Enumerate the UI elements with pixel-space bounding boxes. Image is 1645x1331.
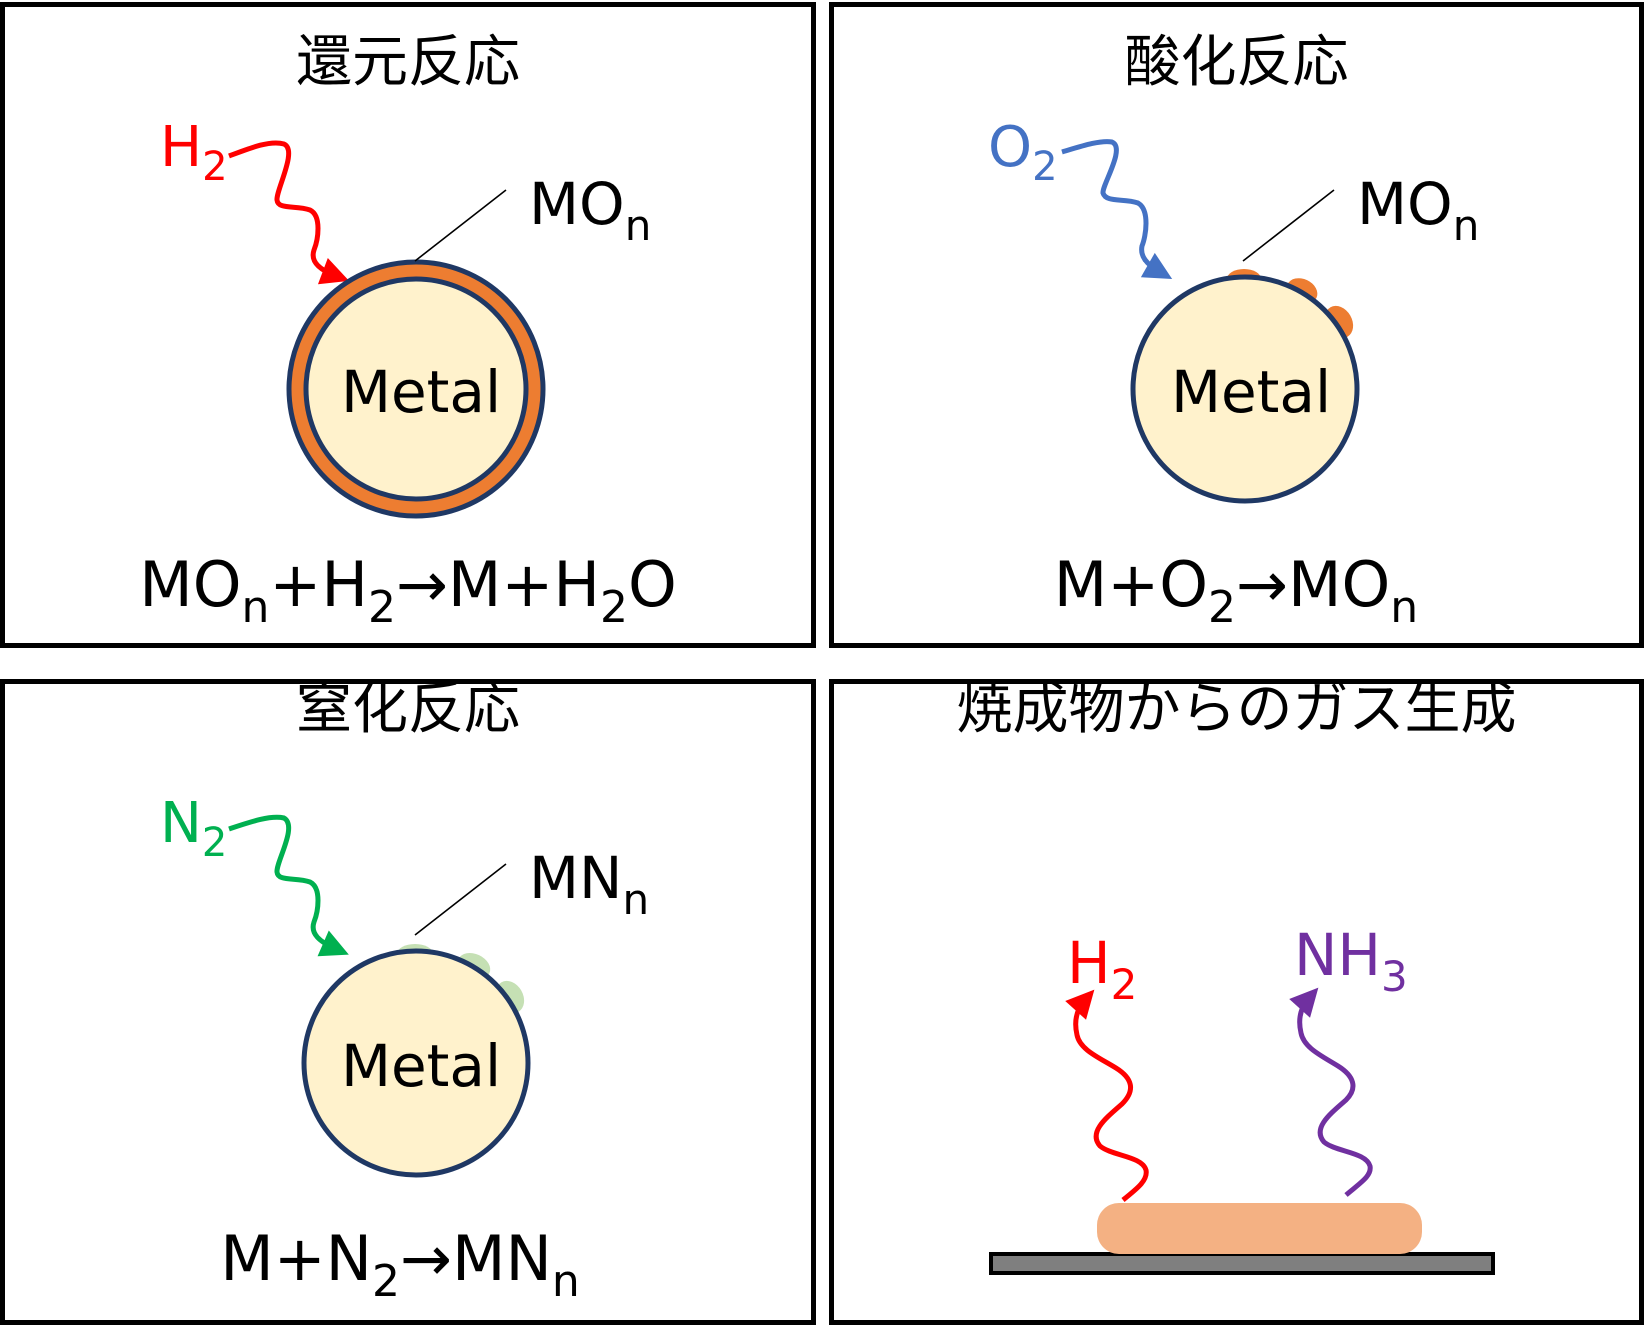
- equation-term: →M+H: [396, 548, 600, 621]
- metal-particle: [301, 948, 531, 1178]
- sintered-body: [1097, 1203, 1422, 1254]
- gas-label-h2: H2: [160, 115, 228, 190]
- equation-subscript: n: [242, 582, 270, 633]
- nitridation-figure: N2 Metal MNn M+N2→MNn: [160, 791, 649, 1307]
- gas-label-n2: N2: [160, 791, 227, 866]
- gas-label-h2: H2: [1067, 929, 1137, 1009]
- equation-subscript: n: [552, 1256, 580, 1307]
- equation: M+N2→MNn: [220, 1222, 580, 1307]
- equation-term: →MO: [1236, 548, 1390, 621]
- wavy-arrow-nh3-up: [1289, 987, 1373, 1197]
- leader-line: [414, 189, 507, 262]
- wavy-arrow-h2: [228, 140, 350, 285]
- leader-line: [1242, 189, 1335, 262]
- wavy-arrow-n2: [228, 814, 349, 957]
- panel-title: 還元反応: [296, 30, 520, 95]
- equation-term: MO: [139, 548, 241, 621]
- gas-symbol: H: [160, 115, 202, 180]
- equation-subscript: 2: [1208, 582, 1236, 633]
- metal-label: Metal: [341, 1032, 501, 1100]
- equation-term: O: [628, 548, 677, 621]
- panel-title: 焼成物からのガス生成: [956, 677, 1517, 742]
- panel-title: 窒化反応: [296, 677, 520, 742]
- equation: MOn+H2→M+H2O: [139, 548, 677, 633]
- gas-label-nh3: NH3: [1294, 921, 1408, 1001]
- gas-generation-figure: H2 NH3: [989, 921, 1495, 1275]
- equation-subscript: 2: [600, 582, 628, 633]
- equation-subscript: n: [1390, 582, 1418, 633]
- oxidation-figure: O2 Metal MOn M+O2→MOn: [988, 115, 1479, 633]
- metal-particle: [1130, 274, 1360, 504]
- wavy-arrow-o2: [1061, 139, 1173, 279]
- gas-subscript: 2: [202, 144, 227, 190]
- equation-term: →MN: [400, 1222, 552, 1295]
- substrate-plate: [989, 1252, 1495, 1275]
- gas-label-o2: O2: [988, 115, 1058, 190]
- layer-label-mon: MOn: [529, 170, 651, 250]
- metal-label: Metal: [341, 358, 501, 426]
- reduction-figure: H2 Metal MOn MOn+H2→M+H2O: [139, 115, 677, 633]
- layer-label-mnn: MNn: [529, 844, 649, 924]
- equation: M+O2→MOn: [1054, 548, 1418, 633]
- equation-term: M+O: [1054, 548, 1208, 621]
- metal-particle: [303, 276, 529, 502]
- metal-label: Metal: [1171, 358, 1331, 426]
- wavy-arrow-h2-up: [1065, 989, 1149, 1202]
- leader-line: [414, 863, 507, 936]
- equation-subscript: 2: [372, 1256, 400, 1307]
- equation-subscript: 2: [368, 582, 396, 633]
- equation-term: M+N: [220, 1222, 372, 1295]
- equation-term: +H: [269, 548, 368, 621]
- layer-label-mon: MOn: [1357, 170, 1479, 250]
- panel-title: 酸化反応: [1124, 30, 1349, 95]
